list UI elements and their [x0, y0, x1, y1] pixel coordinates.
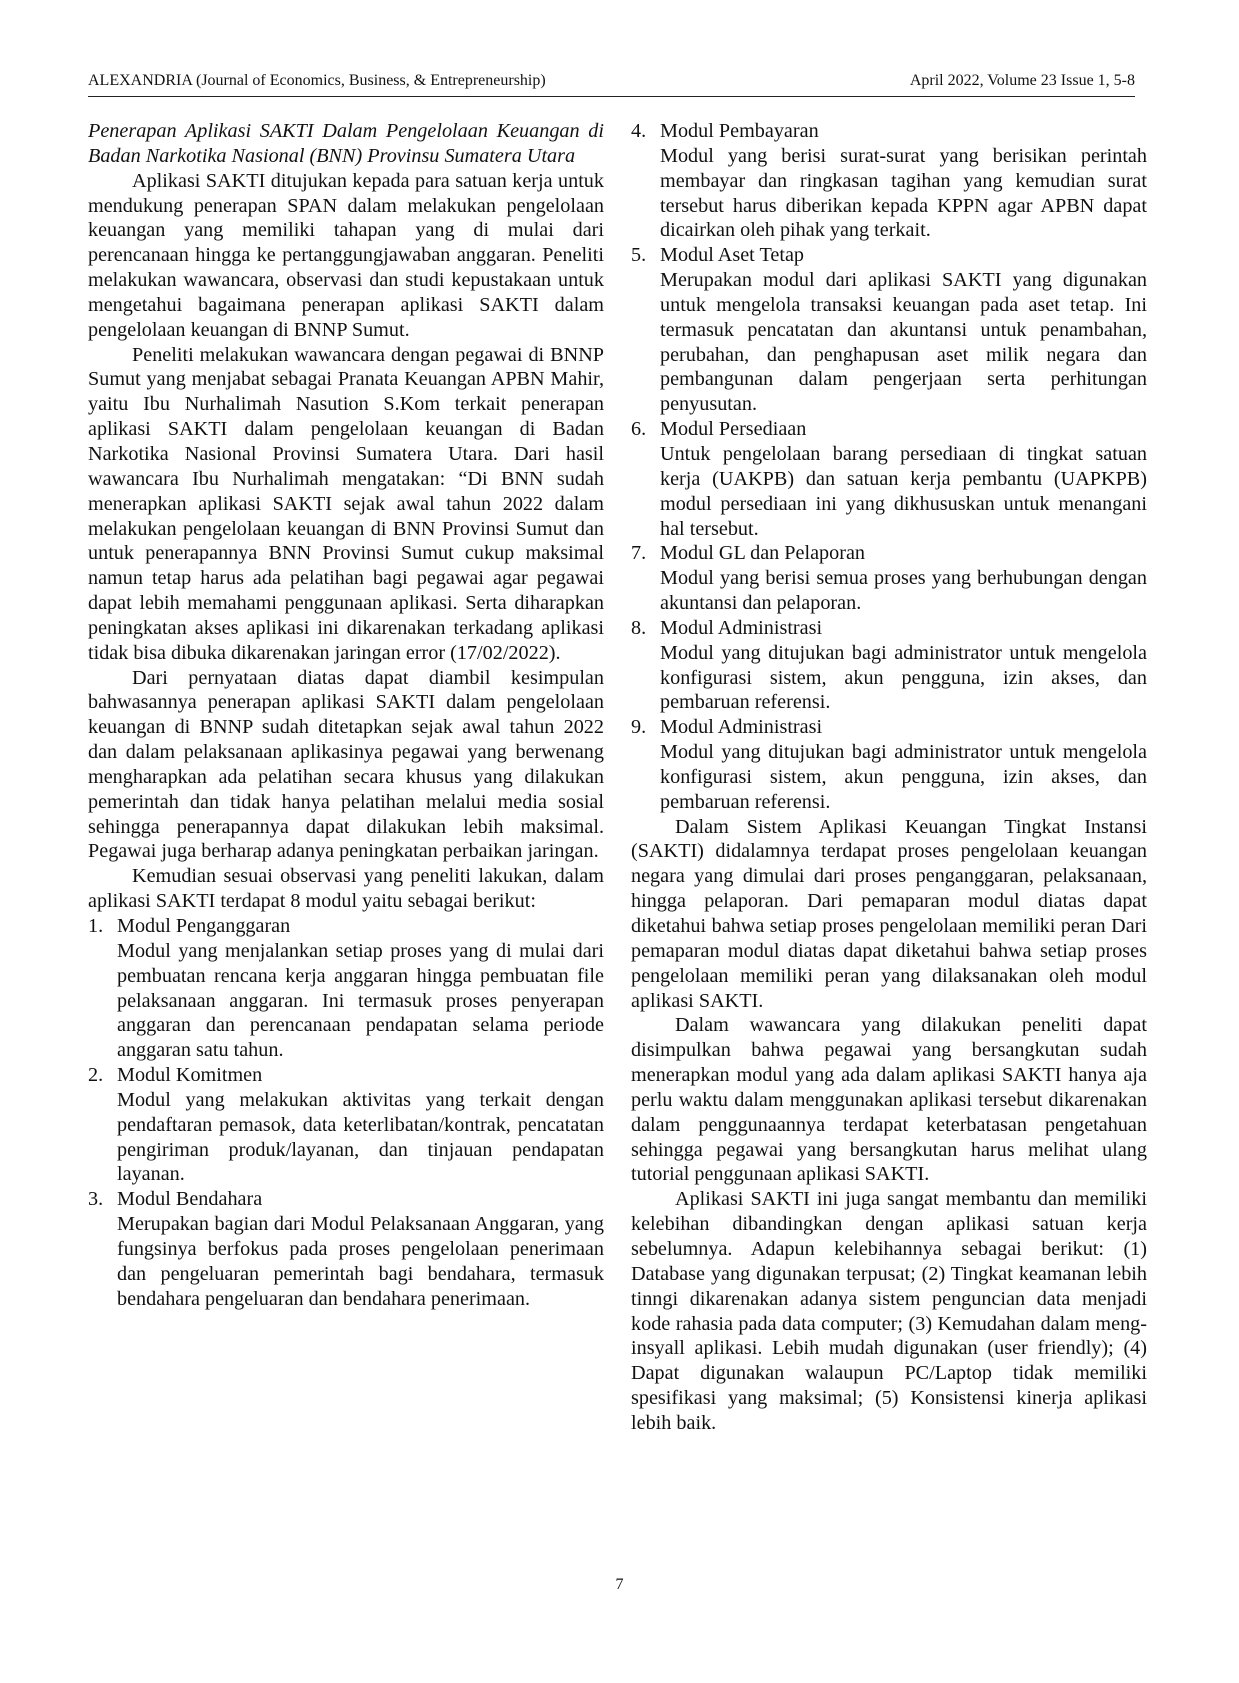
paragraph: Dari pernyataan diatas dapat diambil kes… [88, 666, 604, 863]
paragraph: Peneliti melakukan wawancara dengan pega… [88, 343, 604, 664]
module-description: Modul yang ditujukan bagi administrator … [660, 741, 1147, 813]
list-number: 2. [88, 1064, 104, 1087]
section-subheading: Penerapan Aplikasi SAKTI Dalam Pengelola… [88, 120, 604, 167]
module-title: Modul Bendahara [117, 1188, 263, 1211]
list-item: 5. Modul Aset Tetap Merupakan modul dari… [631, 243, 1147, 417]
module-description: Modul yang melakukan aktivitas yang terk… [117, 1088, 604, 1186]
list-number: 4. [631, 120, 647, 142]
list-item: 7. Modul GL dan Pelaporan Modul yang ber… [631, 541, 1147, 616]
list-number: 7. [631, 542, 647, 565]
module-description: Modul yang berisi semua proses yang berh… [660, 567, 1147, 615]
paragraph: Dalam Sistem Aplikasi Keuangan Tingkat I… [631, 815, 1147, 1012]
list-number: 6. [631, 418, 647, 441]
module-title: Modul Persediaan [660, 418, 807, 441]
list-item: 2. Modul Komitmen Modul yang melakukan a… [88, 1063, 604, 1187]
module-title: Modul GL dan Pelaporan [660, 542, 866, 565]
list-item: 6. Modul Persediaan Untuk pengelolaan ba… [631, 417, 1147, 541]
module-list: 1. Modul Penganggaran Modul yang menjala… [88, 914, 604, 1312]
module-description: Modul yang ditujukan bagi administrator … [660, 641, 1147, 714]
list-number: 1. [88, 915, 104, 937]
right-column: 4. Modul Pembayaran Modul yang berisi su… [631, 119, 1147, 1436]
list-number: 3. [88, 1188, 104, 1211]
header-rule [88, 96, 1135, 97]
module-title: Modul Aset Tetap [660, 244, 805, 267]
paragraph: Kemudian sesuai observasi yang peneliti … [88, 865, 604, 913]
module-list: 4. Modul Pembayaran Modul yang berisi su… [631, 119, 1147, 815]
page-number: 7 [615, 1576, 624, 1593]
paragraph: Aplikasi SAKTI ini juga sangat membantu … [631, 1188, 1147, 1434]
list-number: 9. [631, 716, 647, 739]
module-title: Modul Administrasi [660, 716, 823, 739]
module-description: Modul yang menjalankan setiap proses yan… [117, 939, 604, 1062]
running-header: ALEXANDRIA (Journal of Economics, Busine… [88, 68, 1135, 94]
module-title: Modul Penganggaran [117, 915, 291, 937]
module-title: Modul Administrasi [660, 616, 823, 639]
issue-info: April 2022, Volume 23 Issue 1, 5-8 [909, 72, 1135, 89]
journal-title: ALEXANDRIA (Journal of Economics, Busine… [88, 72, 546, 89]
module-description: Merupakan modul dari aplikasi SAKTI yang… [660, 269, 1147, 416]
left-column: Penerapan Aplikasi SAKTI Dalam Pengelola… [88, 119, 604, 1312]
list-item: 9. Modul Administrasi Modul yang ditujuk… [631, 715, 1147, 814]
list-item: 3. Modul Bendahara Merupakan bagian dari… [88, 1187, 604, 1311]
paragraph: Aplikasi SAKTI ditujukan kepada para sat… [88, 169, 604, 341]
module-description: Merupakan bagian dari Modul Pelaksanaan … [117, 1213, 604, 1310]
module-description: Untuk pengelolaan barang persediaan di t… [660, 442, 1147, 540]
list-item: 8. Modul Administrasi Modul yang ditujuk… [631, 616, 1147, 715]
module-title: Modul Pembayaran [660, 120, 819, 142]
module-title: Modul Komitmen [117, 1064, 263, 1087]
paragraph: Dalam wawancara yang dilakukan peneliti … [631, 1014, 1147, 1186]
list-item: 4. Modul Pembayaran Modul yang berisi su… [631, 119, 1147, 243]
list-number: 5. [631, 244, 647, 267]
module-description: Modul yang berisi surat-surat yang beris… [660, 144, 1147, 242]
list-number: 8. [631, 616, 647, 639]
list-item: 1. Modul Penganggaran Modul yang menjala… [88, 914, 604, 1063]
